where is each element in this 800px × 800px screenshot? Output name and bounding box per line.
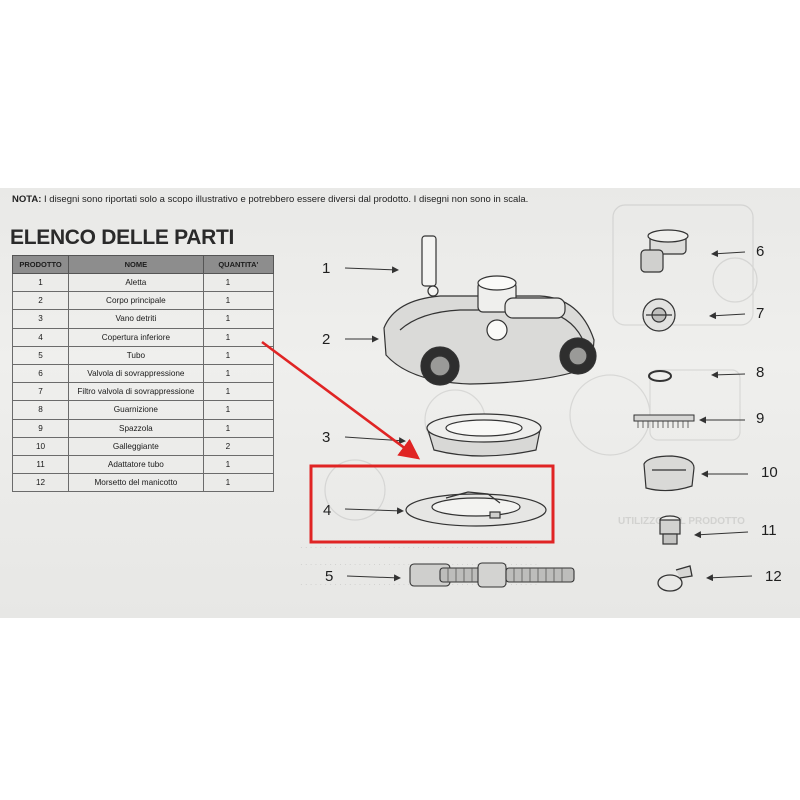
ghost-heading: UTILIZZO DEL PRODOTTO: [618, 516, 745, 527]
callout-3: 3: [322, 429, 331, 446]
row-name: Spazzola: [68, 418, 204, 438]
row-qty: 1: [202, 309, 275, 329]
row-id: 3: [11, 309, 70, 329]
row-id: 10: [11, 436, 70, 456]
row-id: 8: [11, 400, 70, 420]
row-name: Valvola di sovrappressione: [68, 363, 204, 384]
callout-8: 8: [756, 364, 765, 381]
row-name: Adattatore tubo: [68, 454, 204, 475]
page-title: ELENCO DELLE PARTI: [10, 226, 235, 249]
manual-page: NOTA: I disegni sono riportati solo a sc…: [0, 188, 800, 618]
callout-6: 6: [756, 243, 765, 260]
note-text: I disegni sono riportati solo a scopo il…: [41, 194, 529, 205]
row-name: Morsetto del manicotto: [68, 473, 204, 493]
callout-10: 10: [761, 464, 778, 481]
row-qty: 1: [202, 400, 275, 420]
row-name: Aletta: [68, 272, 204, 293]
row-name: Filtro valvola di sovrappressione: [68, 382, 204, 402]
row-qty: 1: [202, 473, 275, 493]
callout-9: 9: [756, 410, 765, 427]
row-name: Galleggiante: [68, 436, 204, 456]
callout-4: 4: [323, 502, 332, 519]
callout-12: 12: [765, 568, 782, 585]
row-id: 6: [11, 363, 70, 384]
row-id: 11: [11, 454, 70, 475]
row-name: Corpo principale: [68, 291, 204, 311]
callout-2: 2: [322, 331, 331, 348]
row-qty: 1: [202, 454, 275, 475]
note-line: NOTA: I disegni sono riportati solo a sc…: [12, 194, 528, 205]
row-name: Guarnizione: [68, 400, 204, 420]
row-name: Tubo: [68, 345, 204, 365]
row-name: Copertura inferiore: [68, 327, 204, 347]
row-qty: 1: [202, 327, 275, 347]
ghost-text-3: · · · · · · · · · · · · · · · · · · · · …: [300, 580, 538, 589]
row-id: 4: [11, 327, 70, 347]
row-qty: 1: [202, 291, 275, 311]
callout-7: 7: [756, 305, 765, 322]
ghost-text-1: · · · · · · · · · · · · · · · · · · · · …: [300, 543, 538, 552]
row-name: Vano detriti: [68, 309, 204, 329]
header-quantity: QUANTITA': [202, 255, 275, 274]
header-product: PRODOTTO: [11, 255, 70, 274]
row-qty: 1: [202, 345, 275, 365]
table-header-row: PRODOTTO NOME QUANTITA': [11, 255, 275, 274]
row-id: 2: [11, 291, 70, 311]
row-id: 9: [11, 418, 70, 438]
callout-1: 1: [322, 260, 331, 277]
row-id: 5: [11, 345, 70, 365]
row-id: 1: [11, 272, 70, 293]
header-name: NOME: [68, 255, 204, 274]
row-id: 7: [11, 382, 70, 402]
row-qty: 2: [202, 436, 275, 456]
row-id: 12: [11, 473, 70, 493]
row-qty: 1: [202, 272, 275, 293]
row-qty: 1: [202, 363, 275, 384]
row-qty: 1: [202, 418, 275, 438]
callout-11: 11: [761, 522, 777, 539]
ghost-text-2: · · · · · · · · · · · · · · · · · · · · …: [300, 560, 538, 569]
note-label: NOTA:: [12, 194, 42, 205]
row-qty: 1: [202, 382, 275, 402]
callout-5: 5: [325, 568, 334, 585]
